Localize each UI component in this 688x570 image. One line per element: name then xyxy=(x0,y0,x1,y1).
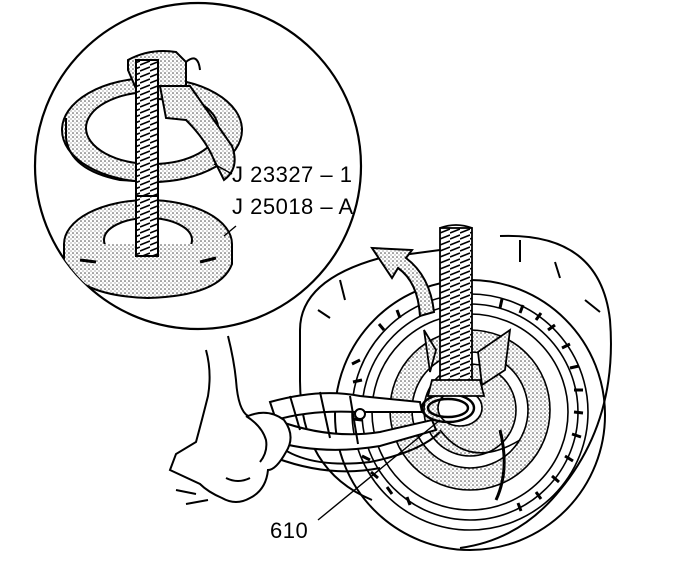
leader-lines xyxy=(213,163,237,237)
label-tool-j-23327-1: J 23327 – 1 xyxy=(232,162,353,187)
label-part-610: 610 xyxy=(270,518,309,543)
detail-view-content xyxy=(61,50,243,300)
removal-arrow xyxy=(370,246,436,318)
snap-ring-pliers xyxy=(268,391,441,473)
leader-610 xyxy=(317,419,441,521)
compressor-rod xyxy=(423,224,512,397)
hand xyxy=(168,335,292,505)
tool-j-25018-a xyxy=(63,195,233,300)
label-tool-j-25018-a: J 25018 – A xyxy=(232,194,354,219)
tool-j-23327-1 xyxy=(61,50,243,231)
